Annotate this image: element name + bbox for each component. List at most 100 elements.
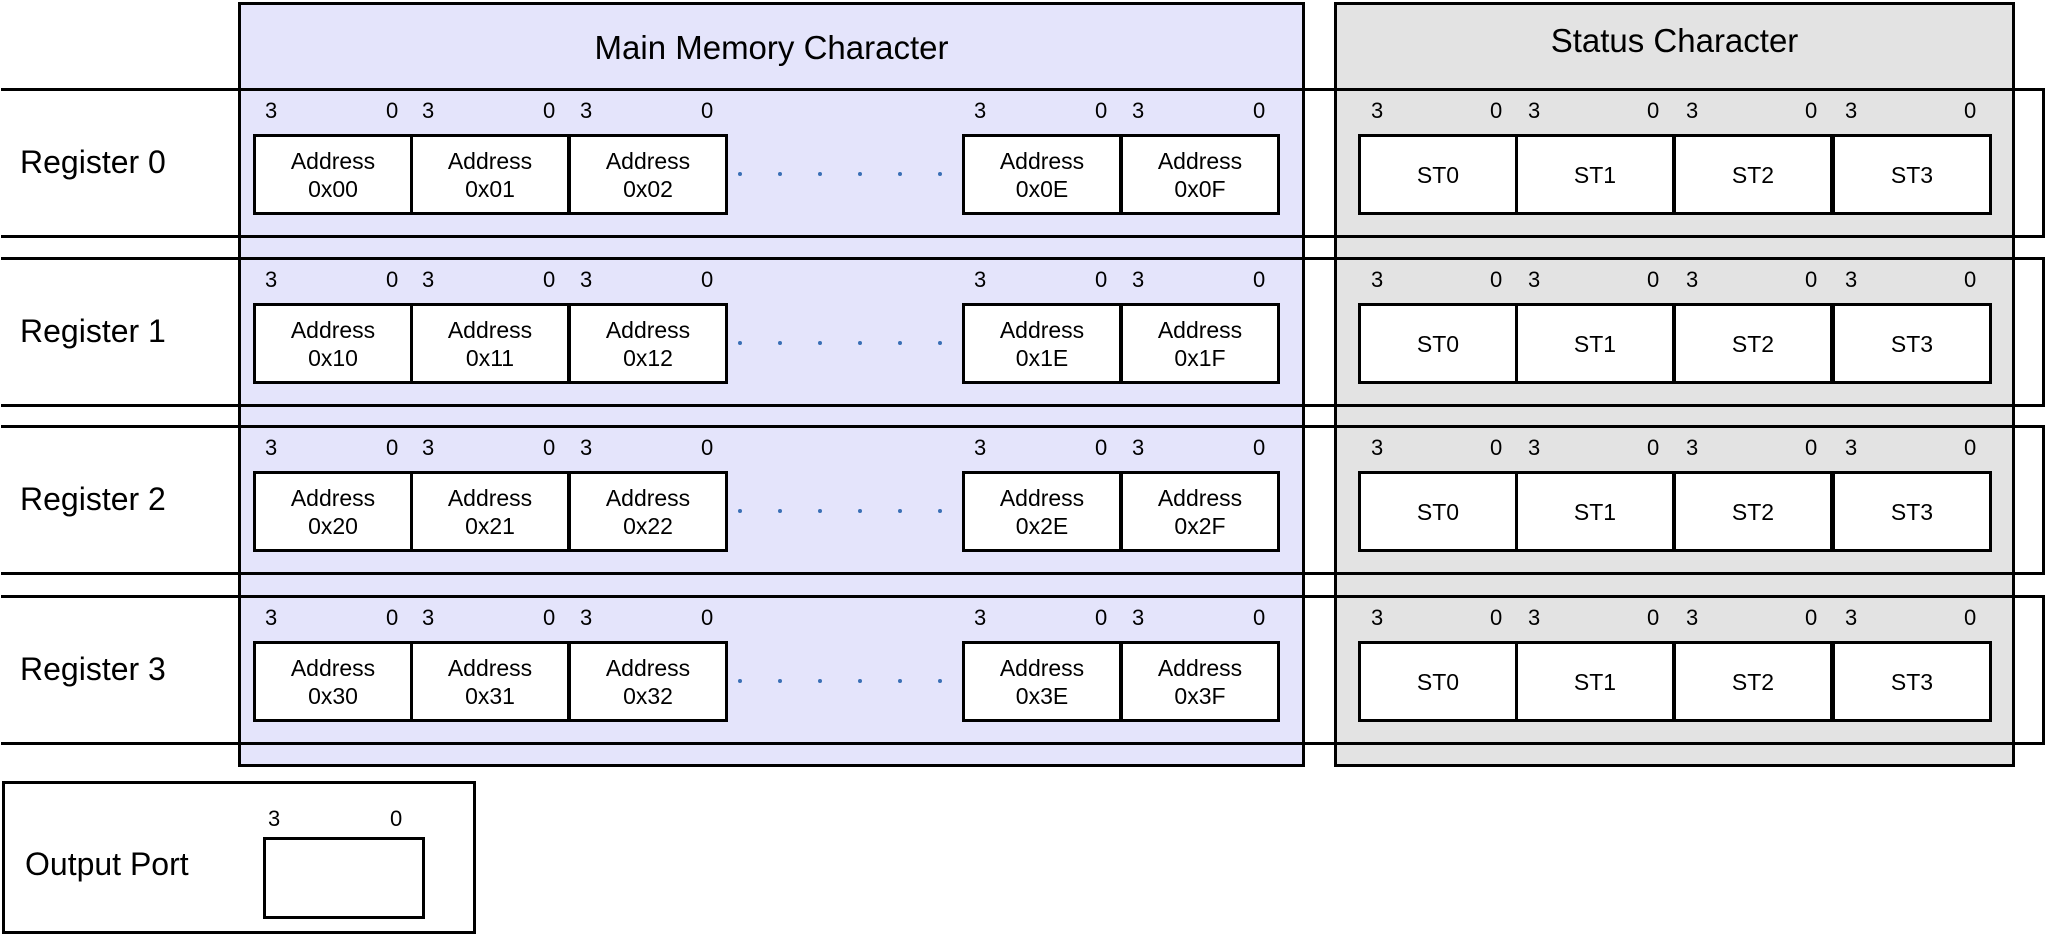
status-cell: ST3: [1832, 303, 1992, 384]
address-word: Address: [290, 147, 376, 174]
status-cell: ST1: [1515, 303, 1675, 384]
status-cell: ST1: [1515, 134, 1675, 215]
status-cell-label: ST0: [1416, 330, 1460, 357]
bit-low-label: 0: [1490, 605, 1503, 630]
bit-high-label: 3: [1528, 435, 1541, 460]
bit-high-label: 3: [1845, 98, 1858, 123]
address-word: Address: [290, 484, 376, 511]
bit-high-label: 3: [580, 605, 593, 630]
bit-high-label: 3: [1132, 605, 1145, 630]
bit-low-label: 0: [386, 267, 399, 292]
bit-high-label: 3: [422, 435, 435, 460]
ellipsis-dot: [738, 172, 742, 176]
bit-high-label: 3: [1528, 98, 1541, 123]
bit-high-label: 3: [1132, 435, 1145, 460]
ellipsis-dot: [938, 172, 942, 176]
address-value: 0x1E: [1015, 344, 1069, 371]
bit-high-label: 3: [974, 98, 987, 123]
address-word: Address: [1157, 316, 1243, 343]
status-cell-label: ST0: [1416, 668, 1460, 695]
address-value: 0x10: [308, 344, 358, 371]
bit-high-label: 3: [1686, 98, 1699, 123]
address-word: Address: [447, 484, 533, 511]
bit-low-label: 0: [1964, 267, 1977, 292]
bit-low-label: 0: [1490, 267, 1503, 292]
address-value: 0x31: [465, 682, 515, 709]
address-word: Address: [605, 316, 691, 343]
address-value: 0x0F: [1174, 175, 1226, 202]
bit-high-label: 3: [265, 267, 278, 292]
bit-low-label: 0: [1647, 267, 1660, 292]
address-value: 0x12: [623, 344, 673, 371]
address-word: Address: [447, 316, 533, 343]
bit-high-label: 3: [1371, 435, 1384, 460]
bit-high-label: 3: [1845, 435, 1858, 460]
bit-low-label: 0: [701, 267, 714, 292]
status-cell: ST2: [1673, 471, 1833, 552]
address-value: 0x30: [308, 682, 358, 709]
register-label: Register 2: [20, 481, 166, 518]
status-cell-label: ST3: [1890, 668, 1934, 695]
ellipsis-dot: [938, 509, 942, 513]
address-word: Address: [290, 316, 376, 343]
status-cell: ST1: [1515, 471, 1675, 552]
bit-high-label: 3: [1845, 267, 1858, 292]
bit-high-label: 3: [422, 605, 435, 630]
address-word: Address: [605, 654, 691, 681]
bit-low-label: 0: [1805, 98, 1818, 123]
address-value: 0x00: [308, 175, 358, 202]
ellipsis-dot: [818, 341, 822, 345]
bit-high-label: 3: [422, 267, 435, 292]
status-cell: ST2: [1673, 303, 1833, 384]
status-cell-label: ST1: [1573, 330, 1617, 357]
address-value: 0x3E: [1015, 682, 1069, 709]
bit-low-label: 0: [386, 98, 399, 123]
bit-low-label: 0: [386, 605, 399, 630]
bit-low-label: 0: [543, 98, 556, 123]
bit-low-label: 0: [1647, 435, 1660, 460]
ellipsis-dot: [778, 679, 782, 683]
bit-low-label: 0: [1647, 98, 1660, 123]
bit-high-label: 3: [580, 435, 593, 460]
ellipsis-dot: [778, 341, 782, 345]
status-cell-label: ST0: [1416, 161, 1460, 188]
address-word: Address: [605, 147, 691, 174]
bit-high-label: 3: [1686, 267, 1699, 292]
output-bit-low: 0: [390, 806, 403, 831]
address-word: Address: [999, 654, 1085, 681]
address-value: 0x32: [623, 682, 673, 709]
bit-high-label: 3: [1686, 435, 1699, 460]
main-memory-title: Main Memory Character: [594, 29, 949, 66]
status-cell: ST2: [1673, 641, 1833, 722]
bit-low-label: 0: [701, 98, 714, 123]
bit-low-label: 0: [543, 267, 556, 292]
ellipsis-dot: [778, 509, 782, 513]
bit-low-label: 0: [1805, 267, 1818, 292]
bit-low-label: 0: [1964, 435, 1977, 460]
bit-low-label: 0: [543, 435, 556, 460]
bit-low-label: 0: [1253, 267, 1266, 292]
bit-low-label: 0: [1964, 605, 1977, 630]
bit-low-label: 0: [1490, 98, 1503, 123]
status-cell-label: ST0: [1416, 498, 1460, 525]
address-word: Address: [999, 147, 1085, 174]
ellipsis-dot: [898, 341, 902, 345]
status-cell: ST3: [1832, 471, 1992, 552]
ellipsis-dot: [738, 679, 742, 683]
output-bit-high: 3: [268, 806, 281, 831]
bit-high-label: 3: [1371, 605, 1384, 630]
bit-high-label: 3: [1132, 98, 1145, 123]
address-value: 0x11: [465, 344, 515, 371]
address-value: 0x20: [308, 512, 358, 539]
address-value: 0x21: [465, 512, 515, 539]
address-value: 0x2E: [1015, 512, 1069, 539]
bit-low-label: 0: [1253, 435, 1266, 460]
bit-high-label: 3: [1528, 267, 1541, 292]
